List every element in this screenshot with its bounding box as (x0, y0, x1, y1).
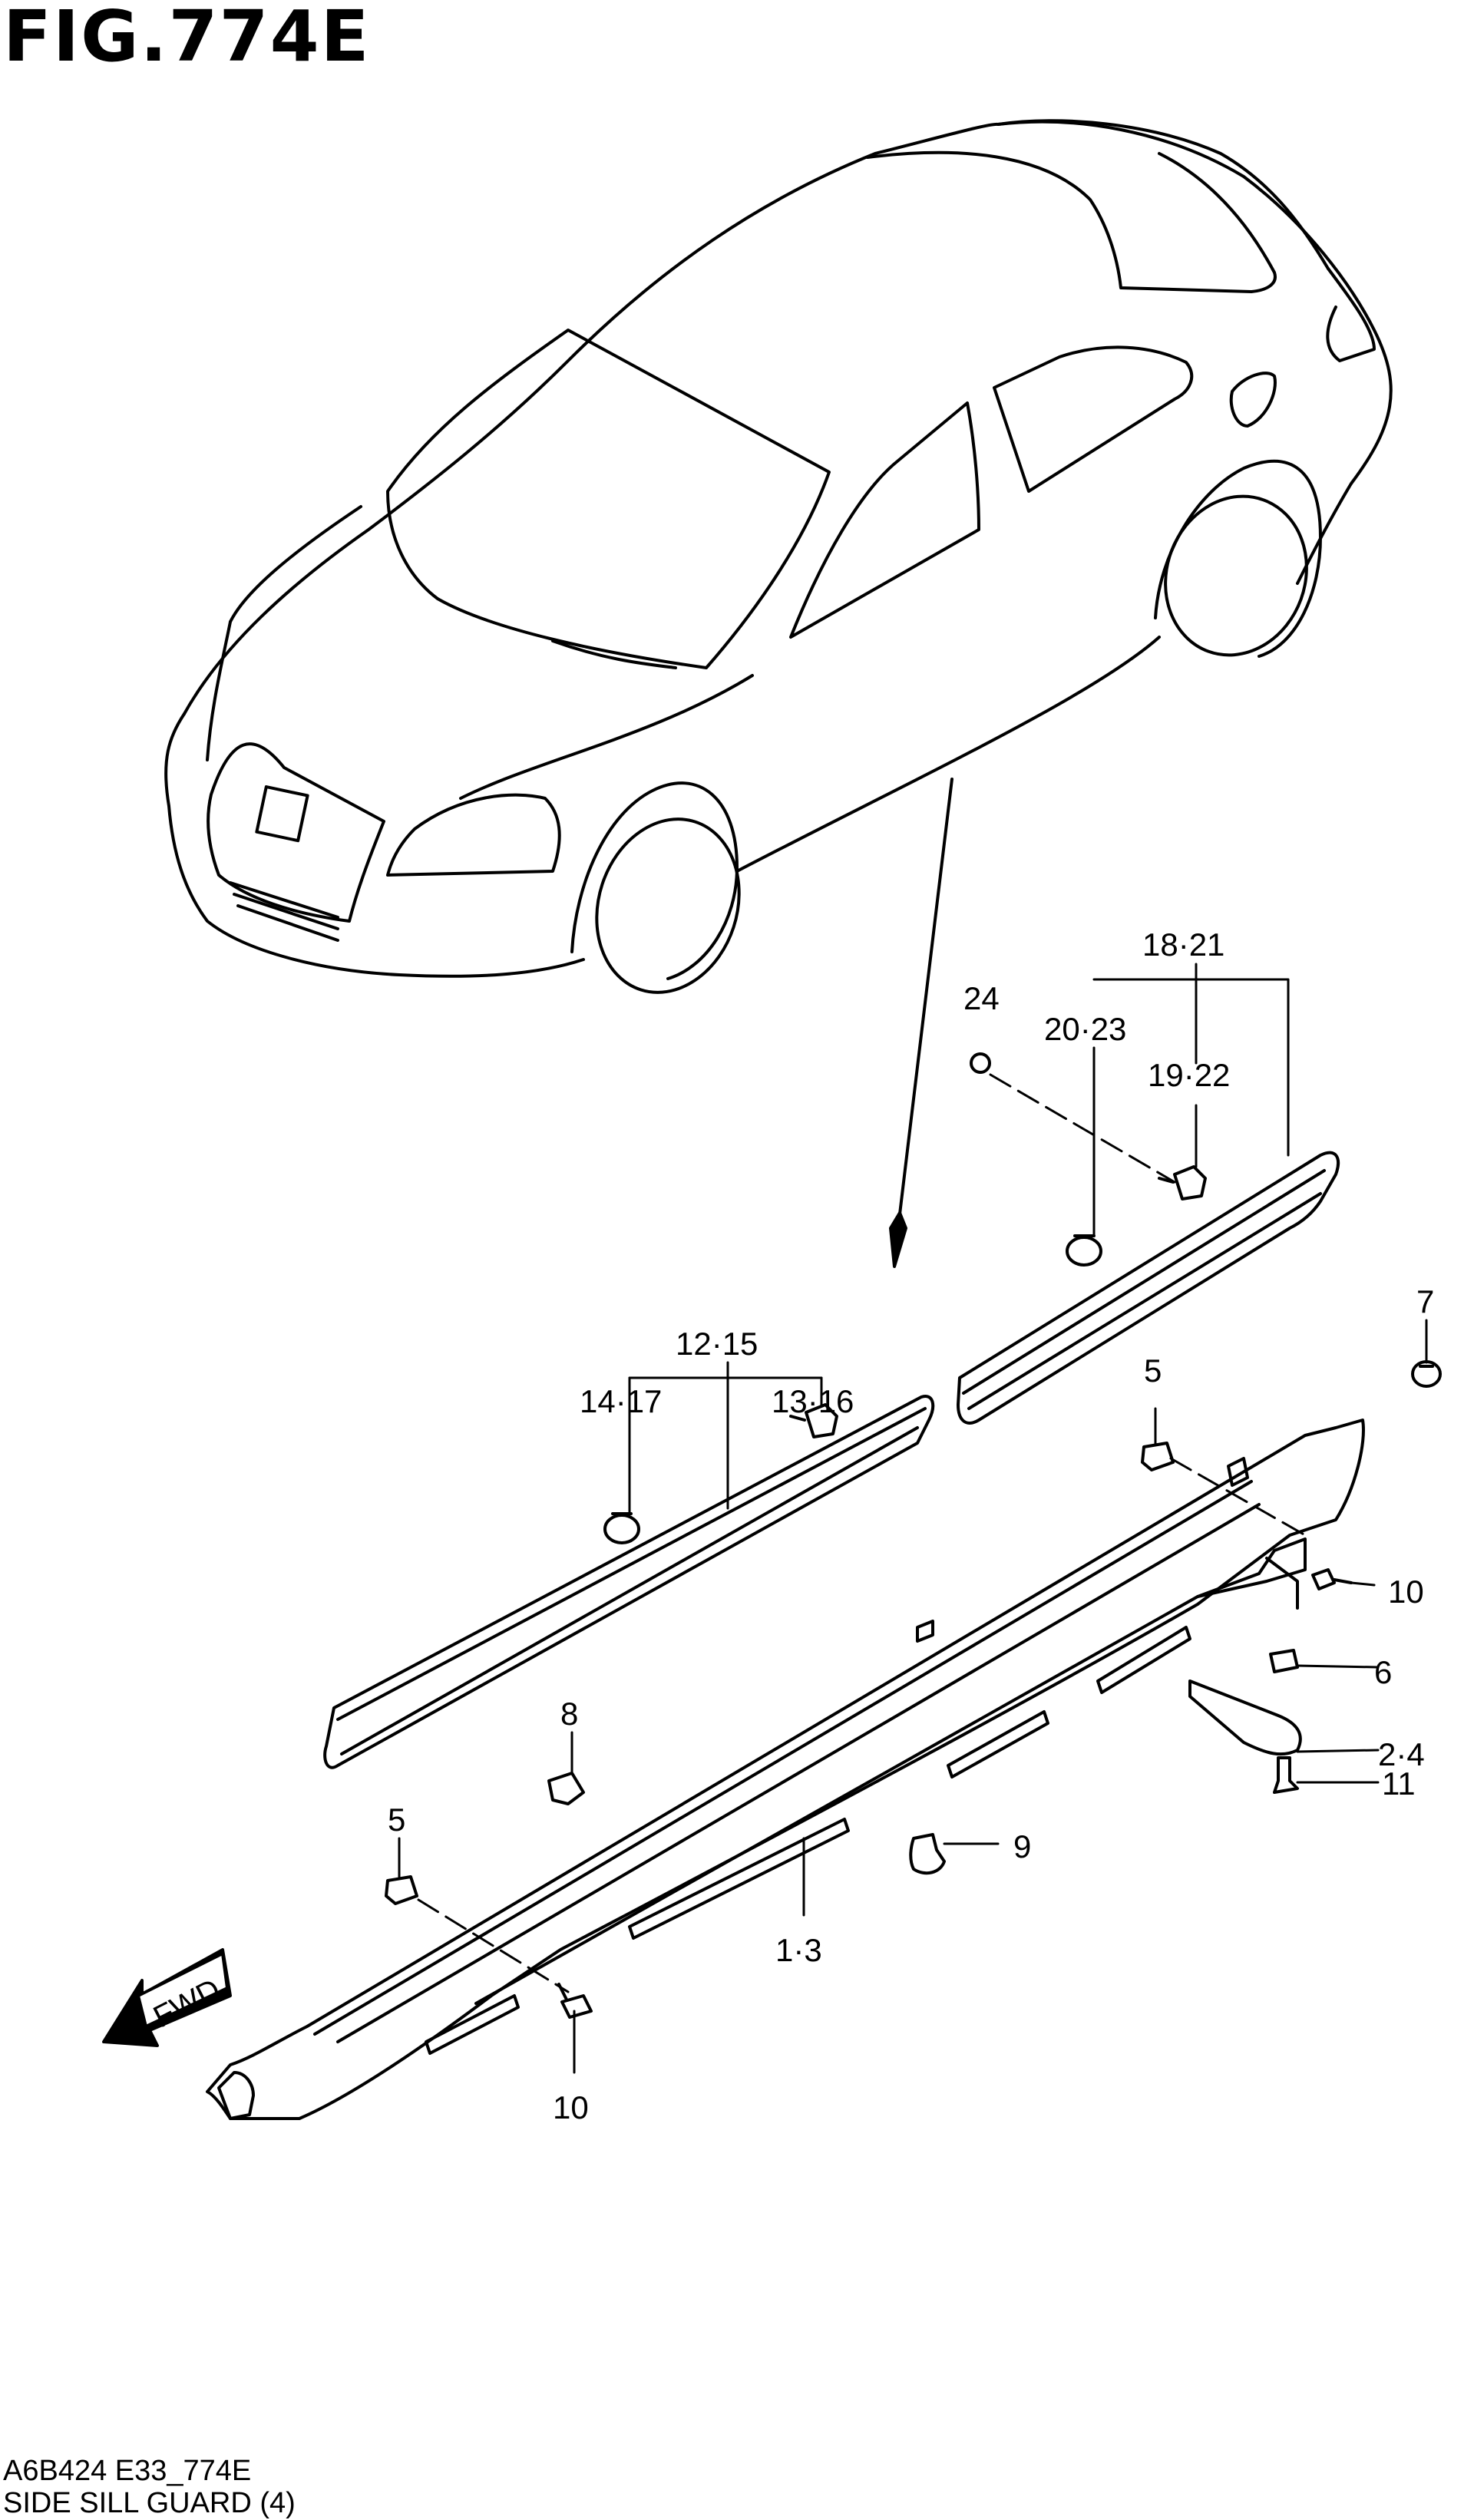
part-molding-rear (957, 1151, 1340, 1425)
part-2-4 (1188, 1679, 1302, 1756)
car-leader-line (893, 778, 953, 1260)
part-8 (547, 1772, 585, 1805)
callout-5-lower: 5 (388, 1802, 405, 1838)
callout-12-15: 12·15 (676, 1326, 758, 1362)
part-10-upper (1311, 1568, 1353, 1590)
callout-14-17: 14·17 (580, 1383, 662, 1419)
figure-code: A6B424 E33_774E (3, 2455, 252, 2487)
car-illustration (164, 119, 1393, 994)
part-7 (1411, 1360, 1442, 1388)
callout-18-21: 18·21 (1142, 926, 1224, 963)
part-molding-front (323, 1395, 935, 1769)
part-5-lower (385, 1875, 418, 1905)
callout-7: 7 (1416, 1283, 1434, 1319)
callout-20-23: 20·23 (1044, 1011, 1126, 1047)
figure-title: FIG.774E (3, 0, 371, 78)
callout-11: 11 (1382, 1765, 1416, 1802)
part-14-17 (603, 1512, 640, 1544)
callout-10-lower: 10 (553, 2089, 589, 2125)
fwd-arrow (102, 1948, 232, 2047)
callout-13-16: 13·16 (772, 1383, 854, 1419)
leader-lines (398, 963, 1428, 2074)
callout-2-4: 2·4 (1378, 1736, 1425, 1772)
figure-name: SIDE SILL GUARD (4) (3, 2487, 296, 2519)
part-9 (909, 1833, 946, 1875)
part-sill-guard (206, 1419, 1365, 2120)
callout-6: 6 (1374, 1654, 1392, 1690)
part-24 (970, 1052, 991, 1074)
callout-24: 24 (963, 980, 1000, 1016)
part-6 (1269, 1649, 1299, 1673)
callout-1-3: 1·3 (775, 1932, 822, 1968)
part-5-upper (1141, 1442, 1175, 1471)
callout-10-upper: 10 (1388, 1574, 1424, 1610)
part-13-16 (789, 1403, 838, 1438)
callout-5-upper: 5 (1144, 1352, 1162, 1389)
part-19-22 (1158, 1165, 1207, 1201)
callout-19-22: 19·22 (1148, 1057, 1230, 1093)
callout-9: 9 (1013, 1828, 1031, 1864)
callout-8: 8 (560, 1696, 578, 1732)
part-11 (1273, 1756, 1299, 1794)
part-20-23 (1066, 1234, 1102, 1267)
